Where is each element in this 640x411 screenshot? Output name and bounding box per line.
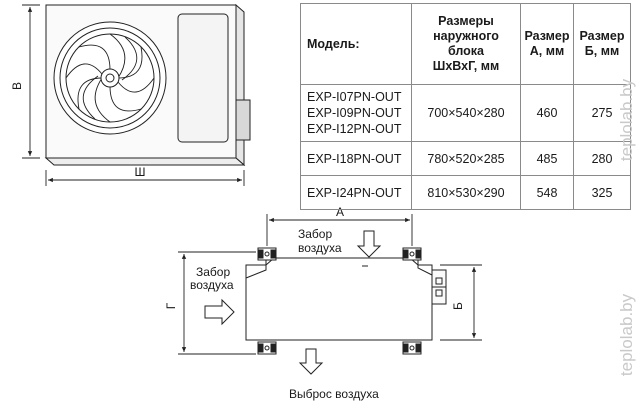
- cell-b: 275: [573, 84, 631, 142]
- intake-top-line2: воздуха: [298, 241, 342, 255]
- cell-models: EXP-I18PN-OUT: [300, 141, 412, 176]
- watermark-text-2: teplolab.by: [617, 293, 636, 376]
- header-size: Размеры наружного блока ШхВхГ, мм: [411, 3, 521, 85]
- spec-table: Модель: Размеры наружного блока ШхВхГ, м…: [300, 3, 631, 210]
- outdoor-unit-front-view: [44, 3, 251, 167]
- intake-left-line1: Забор: [196, 265, 230, 279]
- cell-models: EXP-I07PN-OUT EXP-I09PN-OUT EXP-I12PN-OU…: [300, 84, 412, 142]
- air-intake-left-arrow: [204, 298, 235, 326]
- cell-size: 780×520×285: [411, 141, 521, 176]
- label-b: Б: [451, 302, 465, 310]
- cell-size: 810×530×290: [411, 175, 521, 210]
- cell-b: 325: [573, 175, 631, 210]
- watermark-text-1: teplolab.by: [617, 78, 636, 161]
- air-intake-top-arrow: [356, 230, 382, 258]
- table-row: EXP-I18PN-OUT 780×520×285 485 280: [300, 141, 631, 176]
- label-width-sh: Ш: [135, 165, 146, 179]
- outdoor-unit-top-view: [245, 247, 447, 355]
- label-height-v: В: [10, 82, 24, 90]
- front-dimension-lines: [22, 4, 245, 186]
- intake-top-line1: Забор: [298, 227, 332, 241]
- label-a: А: [336, 205, 344, 219]
- table-row: EXP-I07PN-OUT EXP-I09PN-OUT EXP-I12PN-OU…: [300, 84, 631, 142]
- cell-a: 460: [520, 84, 574, 142]
- svg-text:Забор воздуха: Забор воздуха: [190, 265, 234, 292]
- header-model: Модель:: [300, 3, 412, 85]
- cell-size: 700×540×280: [411, 84, 521, 142]
- cell-a: 548: [520, 175, 574, 210]
- top-dimension-lines: [178, 214, 482, 355]
- exhaust-label: Выброс воздуха: [289, 387, 379, 401]
- label-g: Г: [164, 302, 178, 309]
- cell-a: 485: [520, 141, 574, 176]
- air-exhaust-arrow: [298, 348, 324, 375]
- svg-text:Забор воздуха: Забор воздуха: [298, 227, 342, 255]
- table-row: EXP-I24PN-OUT 810×530×290 548 325: [300, 175, 631, 210]
- header-a: Размер А, мм: [520, 3, 574, 85]
- header-b: Размер Б, мм: [573, 3, 631, 85]
- table-header-row: Модель: Размеры наружного блока ШхВхГ, м…: [300, 3, 631, 85]
- intake-left-line2: воздуха: [190, 278, 234, 292]
- watermark: teplolab.by teplolab.by: [617, 78, 636, 376]
- cell-models: EXP-I24PN-OUT: [300, 175, 412, 210]
